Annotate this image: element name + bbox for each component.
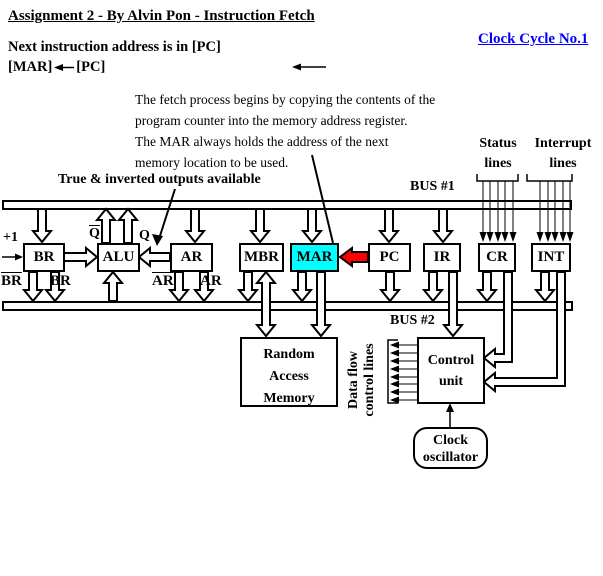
bus1-to-pc-arrow xyxy=(377,208,401,244)
bus-1-line xyxy=(2,200,572,210)
fetch-description: The fetch process begins by copying the … xyxy=(135,89,435,173)
register-int: INT xyxy=(531,243,571,272)
q-inverted-label: Q xyxy=(89,226,100,241)
transfer-direction-arrow xyxy=(292,63,326,71)
int-to-bus2-arrow xyxy=(533,271,557,303)
transfer-dest: [MAR] xyxy=(8,59,53,75)
data-flow-control-lines xyxy=(387,339,417,404)
subtitle: Next instruction address is in [PC] xyxy=(8,39,221,55)
alu-qbar-to-bus1-arrow xyxy=(94,207,118,244)
status-lines-label: Status lines xyxy=(479,136,517,171)
ar-inv-to-bus2-arrow xyxy=(167,271,191,303)
mar-to-bus2-arrow xyxy=(290,271,314,303)
bus2-label: BUS #2 xyxy=(390,313,435,328)
mar-to-ram-arrow xyxy=(309,271,333,338)
register-alu: ALU xyxy=(97,243,140,272)
ar-to-bus2-arrow xyxy=(192,271,216,303)
bus2-to-alu-arrow xyxy=(101,270,125,302)
true-inverted-label: True & inverted outputs available xyxy=(58,172,261,187)
int-to-control-unit-arrow xyxy=(482,271,566,394)
increment-arrow xyxy=(2,253,23,261)
ar-inverted-label: AR xyxy=(152,273,174,289)
left-arrow-icon xyxy=(54,64,75,72)
cr-to-bus2-arrow xyxy=(475,271,499,303)
interrupt-lines-label: Interrupt lines xyxy=(534,136,592,171)
br-to-bus2-arrow xyxy=(43,271,67,303)
br-output-label: BR xyxy=(50,273,71,289)
data-flow-label: Data flow control lines xyxy=(346,343,377,417)
pc-to-bus2-arrow xyxy=(378,271,402,303)
page-title: Assignment 2 - By Alvin Pon - Instructio… xyxy=(8,8,315,24)
br-inverted-label: BR xyxy=(1,273,22,289)
ram-block: Random Access Memory xyxy=(240,337,338,407)
mbr-to-bus2-arrow xyxy=(236,271,260,303)
bus1-to-mbr-arrow xyxy=(248,208,272,244)
cr-to-control-unit-arrow xyxy=(482,271,513,370)
register-transfer-notation: [MAR] [PC] xyxy=(8,59,105,76)
register-mbr: MBR xyxy=(239,243,284,272)
interrupt-lines xyxy=(526,174,574,242)
br-inv-to-bus2-arrow xyxy=(21,271,45,303)
alu-q-to-bus1-arrow xyxy=(116,207,140,244)
q-label: Q xyxy=(139,228,150,243)
description-line: memory location to be used. xyxy=(135,155,289,170)
pc-to-mar-red-arrow xyxy=(338,246,369,268)
mbr-ram-double-arrow xyxy=(254,270,278,338)
bus1-to-ar-arrow xyxy=(183,208,207,244)
description-line: program counter into the memory address … xyxy=(135,113,408,128)
register-pc: PC xyxy=(368,243,411,272)
bus1-to-mar-arrow xyxy=(300,208,324,244)
true-inverted-arrow xyxy=(152,188,176,246)
register-ir: IR xyxy=(423,243,461,272)
ir-to-bus2-arrow xyxy=(421,271,445,303)
register-br: BR xyxy=(23,243,65,272)
status-lines xyxy=(476,174,519,242)
register-cr: CR xyxy=(478,243,516,272)
mar-callout-line xyxy=(311,154,334,244)
ar-to-alu-arrow xyxy=(137,245,171,269)
transfer-src: [PC] xyxy=(76,59,106,75)
register-ar: AR xyxy=(170,243,213,272)
bus1-to-ir-arrow xyxy=(431,208,455,244)
clock-cycle-link[interactable]: Clock Cycle No.1 xyxy=(478,31,589,47)
clock-to-control-arrow xyxy=(446,403,454,427)
br-to-alu-arrow xyxy=(63,245,99,269)
increment-label: +1 xyxy=(3,230,18,245)
bus1-label: BUS #1 xyxy=(410,179,455,194)
register-mar-highlighted: MAR xyxy=(290,243,339,272)
bus1-to-br-arrow xyxy=(30,208,54,244)
ar-output-label: AR xyxy=(200,273,222,289)
control-unit-block: Control unit xyxy=(417,337,485,404)
bus-2-line xyxy=(2,301,573,311)
clock-oscillator-block: Clock oscillator xyxy=(413,427,488,469)
description-line: The MAR always holds the address of the … xyxy=(135,134,389,149)
ir-to-control-unit-arrow xyxy=(441,271,465,338)
description-line: The fetch process begins by copying the … xyxy=(135,92,436,107)
